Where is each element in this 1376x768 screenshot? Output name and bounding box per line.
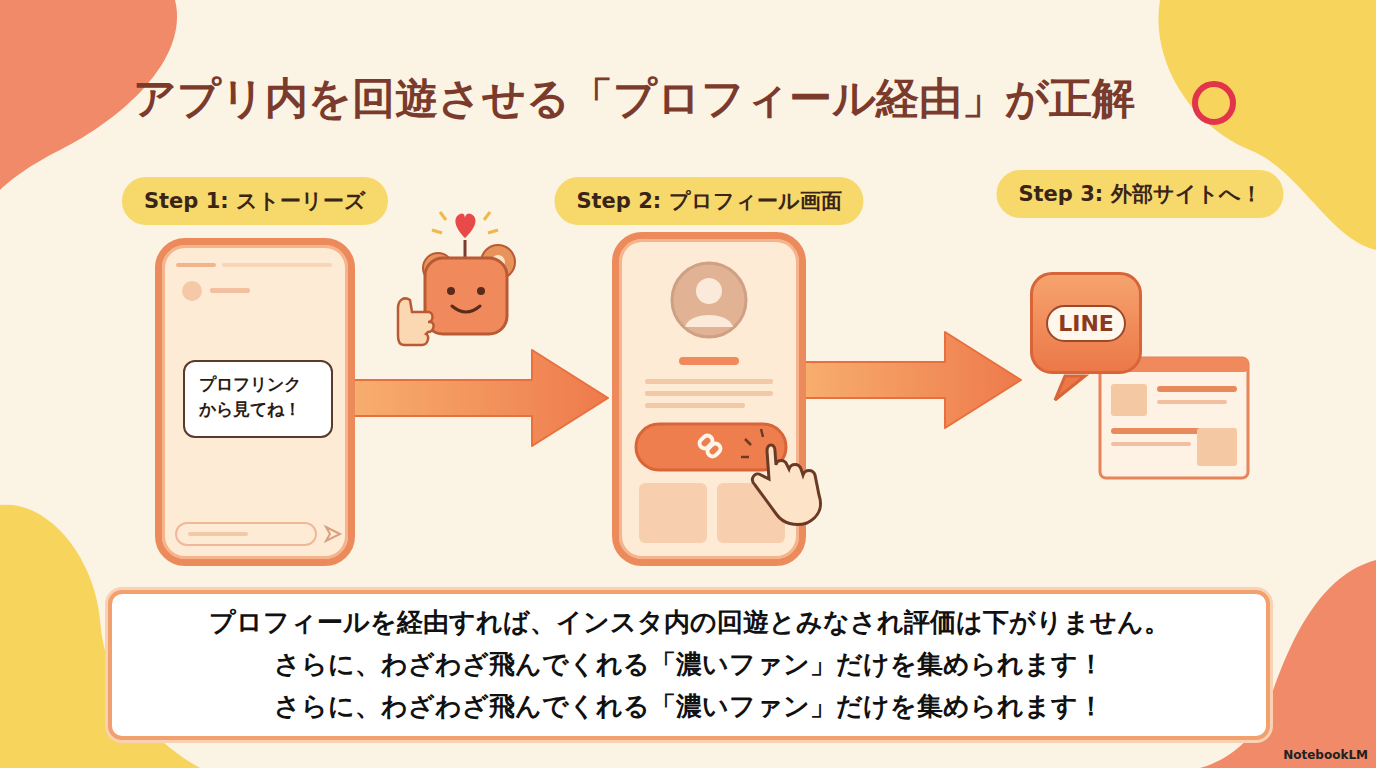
title: アプリ内を回遊させる「プロフィール経由」が正解 — [133, 70, 1135, 128]
phone-frame: Step 1: ストーリーズプロフリンク から見てね！ — [155, 238, 355, 566]
watermark: NotebookLM — [1283, 748, 1368, 762]
step-label: Step 3: 外部サイトへ！ — [996, 170, 1283, 218]
external-site-group: Step 3: 外部サイトへ！LINE — [1025, 268, 1255, 488]
node-text: さらに、わざわざ飛んでくれる「濃いファン」だけを集められます！ — [274, 688, 1104, 726]
illustration — [619, 239, 813, 573]
node-text: プロフィールを経由すれば、インスタ内の回遊とみなされ評価は下がりません。 — [209, 604, 1170, 642]
robot-illustration — [398, 212, 515, 345]
node-text: さらに、わざわざ飛んでくれる「濃いファン」だけを集められます！ — [274, 646, 1104, 684]
step-label: Step 2: プロフィール画面 — [554, 177, 863, 225]
line-bubble: LINE — [1030, 272, 1142, 374]
phone-frame: Step 2: プロフィール画面 — [612, 232, 806, 566]
flow-arrow — [353, 350, 608, 446]
node-text: プロフリンク から見てね！ — [199, 372, 317, 421]
node-text: LINE — [1046, 305, 1126, 342]
correct-mark — [1195, 84, 1233, 122]
note-box: プロフィールを経由すれば、インスタ内の回遊とみなされ評価は下がりません。さらに、… — [108, 590, 1270, 740]
speech-bubble: プロフリンク から見てね！ — [183, 360, 333, 438]
step-label: Step 1: ストーリーズ — [122, 177, 388, 225]
flow-arrow — [804, 332, 1021, 428]
